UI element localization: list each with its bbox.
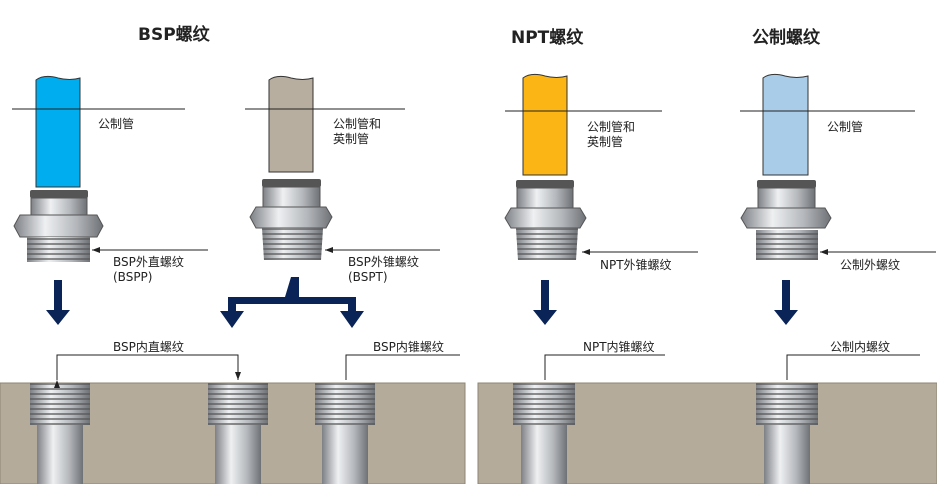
tube-1 bbox=[35, 75, 81, 188]
arrow-2-split bbox=[220, 277, 364, 328]
port-bspp-1 bbox=[30, 383, 90, 484]
port-label-npt: NPT内锥螺纹 bbox=[583, 340, 655, 354]
fitting-1 bbox=[13, 75, 104, 262]
tube-label-3b: 英制管 bbox=[587, 135, 624, 149]
tube-label-2b: 英制管 bbox=[333, 132, 370, 146]
leader-metric bbox=[786, 354, 920, 380]
port-metric bbox=[756, 383, 818, 484]
title-bsp: BSP螺纹 bbox=[138, 25, 210, 45]
port-label-bspp: BSP内直螺纹 bbox=[113, 340, 184, 354]
tube-label-4: 公制管 bbox=[827, 120, 864, 134]
arrow-1 bbox=[46, 280, 70, 325]
leader-npt bbox=[544, 354, 665, 380]
thread-label-2a: BSP外锥螺纹 bbox=[348, 255, 419, 269]
arrow-4 bbox=[774, 280, 798, 325]
flow-arrows bbox=[46, 277, 798, 328]
tube-2 bbox=[268, 75, 314, 173]
port-npt bbox=[513, 383, 575, 484]
thread-label-1a: BSP外直螺纹 bbox=[113, 255, 184, 269]
port-label-metric: 公制内螺纹 bbox=[830, 340, 891, 354]
tube-label-1: 公制管 bbox=[98, 117, 135, 131]
leader-bspt bbox=[345, 354, 460, 380]
title-npt: NPT螺纹 bbox=[511, 28, 584, 48]
tube-label-3a: 公制管和 bbox=[587, 120, 636, 134]
tube-4 bbox=[762, 73, 809, 176]
tube-3 bbox=[522, 73, 568, 176]
thread-label-1b: (BSPP) bbox=[113, 270, 153, 284]
fitting-4 bbox=[740, 73, 832, 260]
thread-label-2b: (BSPT) bbox=[348, 270, 388, 284]
thread-label-4: 公制外螺纹 bbox=[840, 258, 901, 272]
port-label-bspt: BSP内锥螺纹 bbox=[373, 340, 444, 354]
fitting-3 bbox=[504, 73, 587, 260]
arrow-3 bbox=[533, 280, 557, 325]
leader-bspp bbox=[54, 354, 241, 388]
fitting-2 bbox=[249, 75, 333, 260]
thread-label-3: NPT外锥螺纹 bbox=[600, 258, 672, 272]
port-bspp-2 bbox=[208, 383, 268, 484]
tube-label-2a: 公制管和 bbox=[333, 117, 382, 131]
port-bspt bbox=[315, 383, 375, 484]
title-metric: 公制螺纹 bbox=[752, 28, 820, 48]
